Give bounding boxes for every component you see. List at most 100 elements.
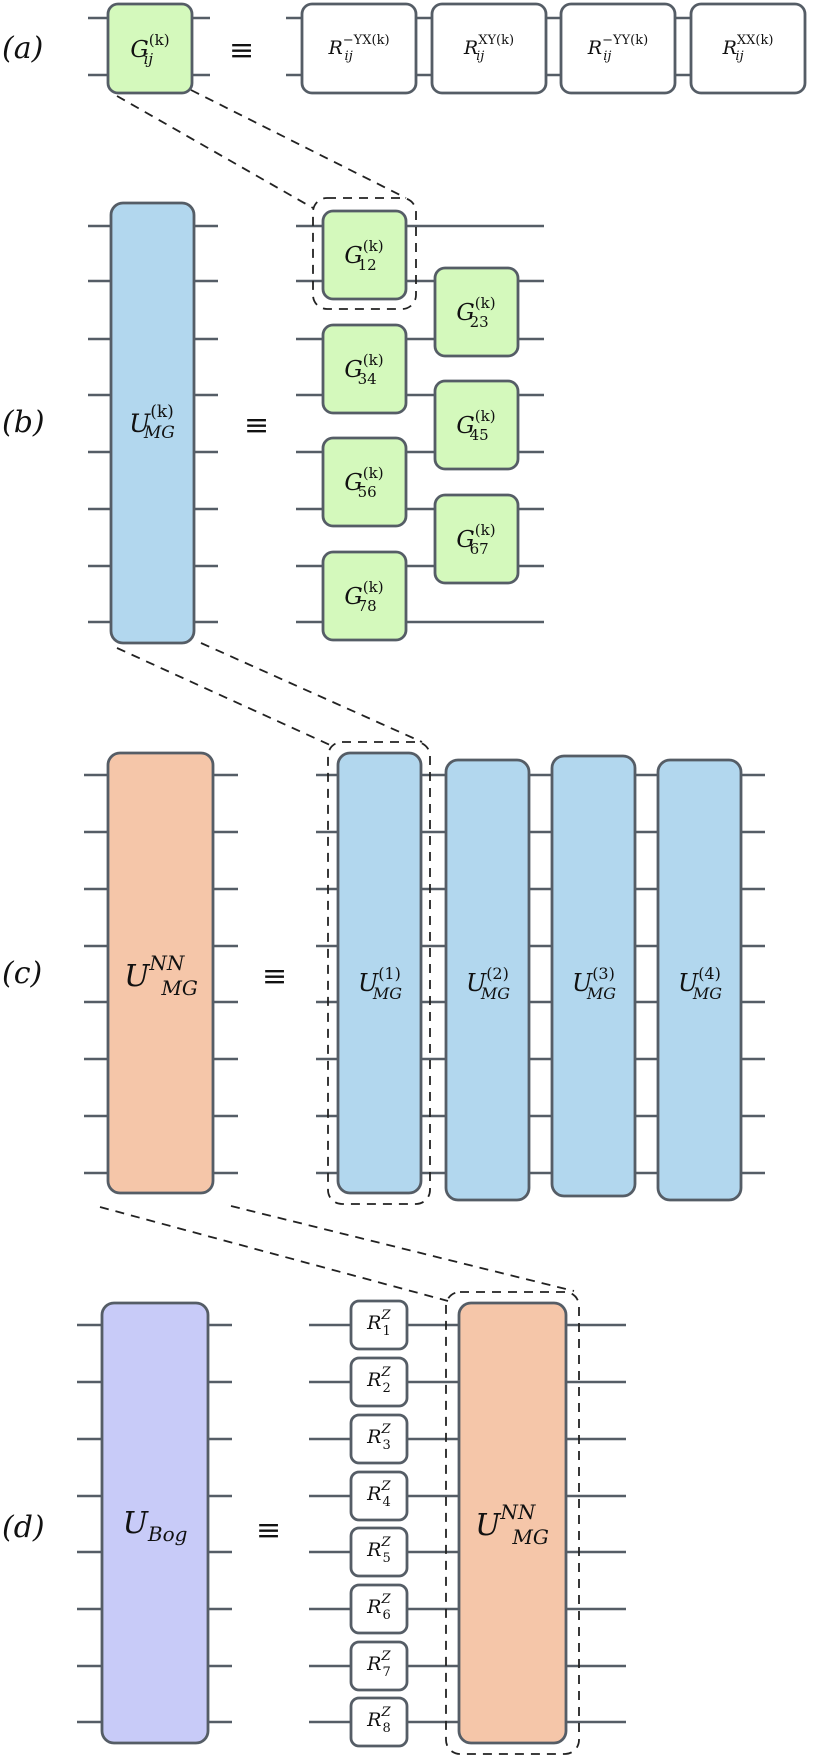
svg-text:RZ6: RZ6 bbox=[366, 1592, 391, 1623]
svg-text:RXX(k)ij: RXX(k)ij bbox=[722, 33, 774, 64]
svg-text:RZ8: RZ8 bbox=[366, 1705, 391, 1736]
panel-b-gate-odd-1 bbox=[321, 209, 408, 301]
panel-a-rotation-gate-2 bbox=[430, 2, 548, 95]
panel-d-rz-gate-5 bbox=[349, 1526, 409, 1578]
svg-text:G(k)ij: G(k)ij bbox=[130, 31, 169, 68]
panel-b-gate-odd-symbol-1: G(k)12 bbox=[344, 237, 383, 274]
panel-a-label: (a) bbox=[2, 31, 43, 66]
panel-d-rz-gate-1 bbox=[349, 1299, 409, 1351]
panel-b-gate-even-symbol-1: G(k)23 bbox=[456, 294, 495, 331]
panel-b-gate-odd-4 bbox=[321, 550, 408, 642]
panel-b-highlight-box bbox=[312, 197, 417, 310]
panel-a-lhs-symbol: G(k)ij bbox=[130, 31, 169, 68]
panel-b-label: (b) bbox=[2, 405, 45, 440]
svg-text:R−YY(k)ij: R−YY(k)ij bbox=[587, 33, 648, 64]
panel-b-gate-odd-symbol-3: G(k)56 bbox=[344, 464, 383, 501]
panel-c-layer-symbol-3: U(3)MG bbox=[572, 964, 616, 1003]
svg-text:RZ1: RZ1 bbox=[366, 1308, 391, 1339]
panel-a-rotation-gate-4 bbox=[689, 2, 807, 95]
svg-text:G(k)23: G(k)23 bbox=[456, 294, 495, 331]
panel-c-layer-symbol-4: U(4)MG bbox=[678, 964, 722, 1003]
panel-b-zoom-line-right bbox=[200, 642, 423, 743]
panel-c-equiv: ≡ bbox=[262, 959, 287, 994]
panel-c-lhs-block bbox=[106, 751, 215, 1195]
svg-text:U(2)MG: U(2)MG bbox=[466, 964, 510, 1003]
panel-b-gate-even-1 bbox=[433, 266, 520, 358]
panel-d-lhs-symbol: UBog bbox=[123, 1506, 188, 1547]
svg-text:RZ5: RZ5 bbox=[366, 1535, 391, 1566]
panel-c-zoom-line-left bbox=[99, 1206, 449, 1302]
panel-b-lhs-symbol: U(k)MG bbox=[129, 402, 175, 443]
panel-d-rz-gate-4 bbox=[349, 1470, 409, 1522]
panel-d-rz-gate-7 bbox=[349, 1640, 409, 1692]
panel-b-equiv: ≡ bbox=[244, 408, 269, 443]
panel-d-rz-gate-6 bbox=[349, 1583, 409, 1635]
panel-b-gate-odd-symbol-2: G(k)34 bbox=[344, 351, 383, 388]
panel-a-rotation-symbol-2: RXY(k)ij bbox=[463, 33, 514, 64]
svg-text:U(4)MG: U(4)MG bbox=[678, 964, 722, 1003]
panel-c-layer-symbol-2: U(2)MG bbox=[466, 964, 510, 1003]
svg-text:RZ2: RZ2 bbox=[366, 1365, 391, 1396]
svg-text:G(k)67: G(k)67 bbox=[456, 521, 495, 558]
svg-text:UBog: UBog bbox=[123, 1506, 188, 1547]
svg-text:G(k)56: G(k)56 bbox=[344, 464, 383, 501]
svg-text:U(k)MG: U(k)MG bbox=[129, 402, 175, 443]
panel-c-layer-block-1 bbox=[336, 751, 423, 1195]
svg-text:RZ3: RZ3 bbox=[366, 1422, 391, 1453]
svg-text:RXY(k)ij: RXY(k)ij bbox=[463, 33, 514, 64]
panel-c-label: (c) bbox=[2, 956, 42, 991]
panel-b-gate-even-2 bbox=[433, 379, 520, 471]
panel-d-rz-gate-8 bbox=[349, 1696, 409, 1748]
panel-b-gate-even-symbol-3: G(k)67 bbox=[456, 521, 495, 558]
panel-b-gate-even-symbol-2: G(k)45 bbox=[456, 407, 495, 444]
svg-text:U(1)MG: U(1)MG bbox=[358, 964, 402, 1003]
panel-a-rotation-gate-1 bbox=[300, 2, 418, 95]
panel-a-rotation-symbol-4: RXX(k)ij bbox=[722, 33, 774, 64]
panel-a-lhs-gate bbox=[106, 2, 194, 95]
panel-d-equiv: ≡ bbox=[256, 1513, 281, 1548]
svg-text:RZ4: RZ4 bbox=[366, 1479, 391, 1510]
svg-text:G(k)78: G(k)78 bbox=[344, 578, 383, 615]
panel-a-rotation-symbol-1: R−YX(k)ij bbox=[327, 33, 389, 64]
panel-d-highlight-box bbox=[445, 1291, 580, 1755]
panel-b-lhs-block bbox=[109, 201, 196, 645]
panel-c-layer-block-3 bbox=[550, 754, 637, 1198]
panel-b-gate-even-3 bbox=[433, 493, 520, 585]
panel-b-gate-odd-symbol-4: G(k)78 bbox=[344, 578, 383, 615]
panel-b-gate-odd-3 bbox=[321, 436, 408, 528]
panel-a-zoom-line-right bbox=[190, 89, 407, 199]
svg-text:G(k)45: G(k)45 bbox=[456, 407, 495, 444]
panel-c-zoom-line-right bbox=[230, 1205, 575, 1292]
panel-c-layer-block-2 bbox=[444, 758, 531, 1202]
svg-text:R−YX(k)ij: R−YX(k)ij bbox=[327, 33, 389, 64]
panel-a-rotation-symbol-3: R−YY(k)ij bbox=[587, 33, 648, 64]
panel-b-zoom-line-left bbox=[116, 647, 331, 746]
panel-d-rhs-block bbox=[457, 1301, 568, 1745]
panel-a-zoom-line-left bbox=[116, 95, 314, 209]
panel-c-layer-symbol-1: U(1)MG bbox=[358, 964, 402, 1003]
panel-d-lhs-block bbox=[100, 1301, 210, 1745]
panel-c-layer-block-4 bbox=[656, 758, 743, 1202]
svg-text:RZ7: RZ7 bbox=[366, 1649, 391, 1680]
panel-d-rz-gate-3 bbox=[349, 1413, 409, 1465]
panel-b-gate-odd-2 bbox=[321, 323, 408, 415]
panel-a-rotation-gate-3 bbox=[559, 2, 677, 95]
svg-text:U(3)MG: U(3)MG bbox=[572, 964, 616, 1003]
panel-c-highlight-box bbox=[327, 741, 431, 1205]
panel-d-rz-gate-2 bbox=[349, 1356, 409, 1408]
svg-text:G(k)12: G(k)12 bbox=[344, 237, 383, 274]
svg-text:G(k)34: G(k)34 bbox=[344, 351, 383, 388]
panel-d-label: (d) bbox=[2, 1510, 45, 1545]
